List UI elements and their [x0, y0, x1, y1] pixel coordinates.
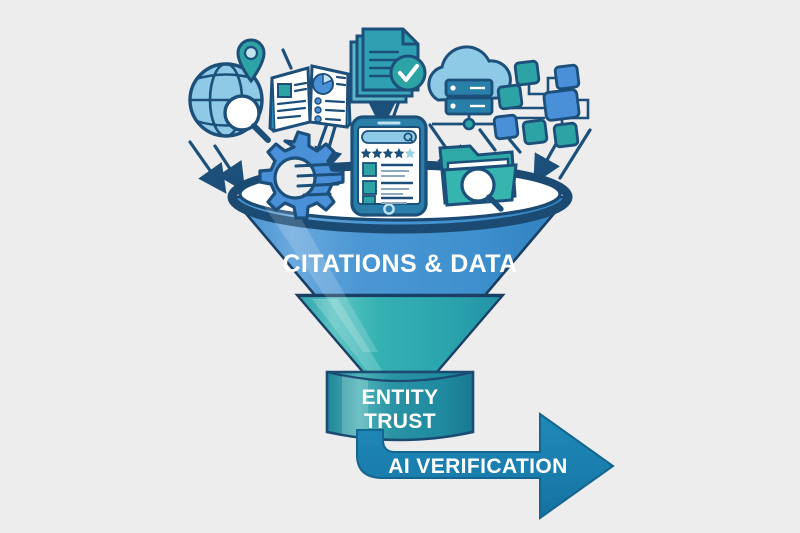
funnel-label-citations: CITATIONS & DATA [282, 250, 517, 278]
funnel-label-trust: TRUST [364, 410, 436, 433]
result-rows [362, 162, 413, 205]
open-book-chart-icon [268, 64, 352, 133]
network-nodes-icon [492, 59, 590, 149]
arrow-label-ai-verification: AI VERIFICATION [388, 455, 567, 478]
documents-checkmark-icon [349, 27, 427, 104]
map-pin-icon [236, 38, 266, 84]
magnifier-icon [223, 94, 271, 143]
star-rating [360, 148, 416, 159]
gear-speed-icon [258, 130, 345, 220]
folder-magnifier-icon [438, 144, 518, 212]
flow-arrow-12 [558, 128, 592, 180]
search-bar [361, 130, 417, 144]
flow-arrow-1 [188, 140, 227, 194]
smartphone-search-rating-icon [350, 115, 428, 217]
cloud-server-icon [427, 45, 512, 131]
flow-arrow-3 [281, 48, 293, 70]
funnel-label-entity: ENTITY [361, 386, 438, 409]
flow-arrow-9 [478, 128, 497, 152]
globe-location-search-icon [188, 38, 271, 143]
flow-arrow-2 [213, 144, 246, 193]
ai-verification-arrow: AI VERIFICATION [356, 412, 615, 520]
